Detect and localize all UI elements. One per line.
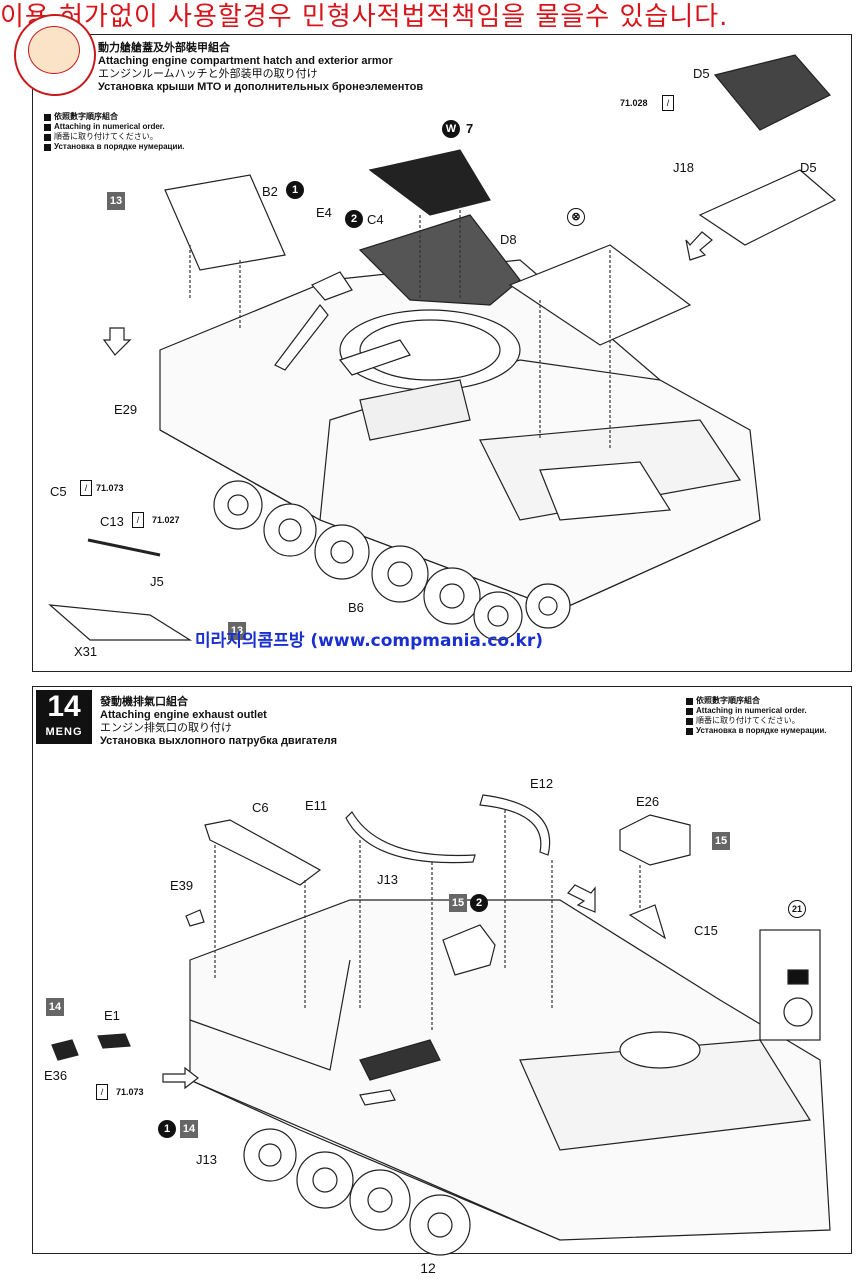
step14-title-jp: エンジン排気口の取り付け	[100, 722, 232, 734]
step14-title-cn: 發動機排氣口組合	[100, 696, 188, 708]
step14-instructions: 依照數字順序組合 Attaching in numerical order. 順…	[686, 696, 827, 736]
inst-ru: Установка в порядке нумерации.	[696, 726, 827, 735]
step13-title-jp: エンジンルームハッチと外部装甲の取り付け	[98, 68, 318, 80]
label-d5-top: D5	[693, 66, 710, 81]
step14-number: 14	[47, 690, 81, 723]
inst-en: Attaching in numerical order.	[696, 706, 807, 715]
order-marker-1: 1	[286, 181, 304, 199]
step-ref-14: 14	[46, 998, 64, 1016]
label-e12: E12	[530, 776, 554, 791]
inst-cn: 依照數字順序組合	[54, 112, 118, 121]
label-c6: C6	[252, 800, 269, 815]
label-c5: C5	[50, 484, 67, 499]
step13-title: 動力艙艙蓋及外部裝甲組合 Attaching engine compartmen…	[98, 42, 423, 94]
glue-brush-icon: /	[662, 95, 674, 111]
do-not-glue-icon: ⊗	[567, 208, 585, 226]
step-marker-w: W	[442, 120, 460, 138]
label-e29: E29	[114, 402, 138, 417]
step-ref-15b: 15	[449, 894, 467, 912]
label-c15: C15	[694, 923, 718, 938]
note-icon	[686, 717, 693, 725]
label-e1: E1	[104, 1008, 120, 1023]
step13-title-ru: Установка крыши МТО и дополнительных бро…	[98, 81, 424, 93]
page-number: 12	[420, 1260, 436, 1276]
label-e36: E36	[44, 1068, 68, 1083]
inst-en: Attaching in numerical order.	[54, 122, 165, 131]
step14-title-ru: Установка выхлопного патрубка двигателя	[100, 735, 338, 747]
label-c4: C4	[367, 212, 384, 227]
note-icon	[686, 707, 693, 715]
note-icon	[44, 123, 51, 131]
label-glue-71027: 71.027	[152, 515, 180, 525]
label-glue-71028: 71.028	[620, 98, 648, 108]
step-ref-15: 15	[712, 832, 730, 850]
inst-ru: Установка в порядке нумерации.	[54, 142, 185, 151]
note-icon	[44, 143, 51, 151]
label-b2: B2	[262, 184, 278, 199]
glue-brush-icon: /	[80, 480, 92, 496]
inst-cn: 依照數字順序組合	[696, 696, 760, 705]
mascot-icon	[28, 26, 80, 74]
step14-title-en: Attaching engine exhaust outlet	[100, 709, 267, 721]
step-ref-13b: 13	[228, 622, 246, 640]
label-j13-bottom: J13	[196, 1152, 217, 1167]
watermark-logo	[14, 14, 96, 96]
label-w7: 7	[466, 121, 474, 136]
label-x31: X31	[74, 644, 98, 659]
watermark-text: 이용 허가없이 사용할경우 민형사적법적책임을 물을수 있습니다.	[0, 2, 729, 32]
step-ref-13: 13	[107, 192, 125, 210]
label-j18: J18	[673, 160, 694, 175]
label-e39: E39	[170, 878, 194, 893]
step13-title-en: Attaching engine compartment hatch and e…	[98, 55, 393, 67]
label-d5-lower: D5	[800, 160, 817, 175]
inst-jp: 順番に取り付けてください。	[696, 716, 800, 725]
glue-brush-icon: /	[132, 512, 144, 528]
label-j5: J5	[150, 574, 164, 589]
label-e26: E26	[636, 794, 660, 809]
label-e11: E11	[305, 798, 328, 813]
brand-logo: MENG	[45, 726, 83, 738]
label-b6: B6	[348, 600, 364, 615]
label-e4: E4	[316, 205, 332, 220]
callout-21: 21	[788, 900, 806, 918]
label-c13: C13	[100, 514, 124, 529]
order-marker-2: 2	[345, 210, 363, 228]
glue-brush-icon: /	[96, 1084, 108, 1100]
label-d8: D8	[500, 232, 517, 247]
website-watermark: 미라지의콤프방 (www.compmania.co.kr)	[195, 631, 544, 651]
order-marker-1: 1	[158, 1120, 176, 1138]
note-icon	[44, 133, 51, 141]
label-j13-top: J13	[377, 872, 398, 887]
step14-title: 發動機排氣口組合 Attaching engine exhaust outlet…	[100, 696, 337, 748]
label-glue-71073: 71.073	[96, 483, 124, 493]
note-icon	[686, 697, 693, 705]
note-icon	[686, 727, 693, 735]
step14-number-box: 14 MENG	[36, 690, 92, 744]
step-ref-14b: 14	[180, 1120, 198, 1138]
order-marker-2: 2	[470, 894, 488, 912]
step13-title-cn: 動力艙艙蓋及外部裝甲組合	[98, 42, 230, 54]
step13-instructions: 依照數字順序組合 Attaching in numerical order. 順…	[44, 112, 185, 152]
inst-jp: 順番に取り付けてください。	[54, 132, 158, 141]
label-glue-71073: 71.073	[116, 1087, 144, 1097]
note-icon	[44, 113, 51, 121]
